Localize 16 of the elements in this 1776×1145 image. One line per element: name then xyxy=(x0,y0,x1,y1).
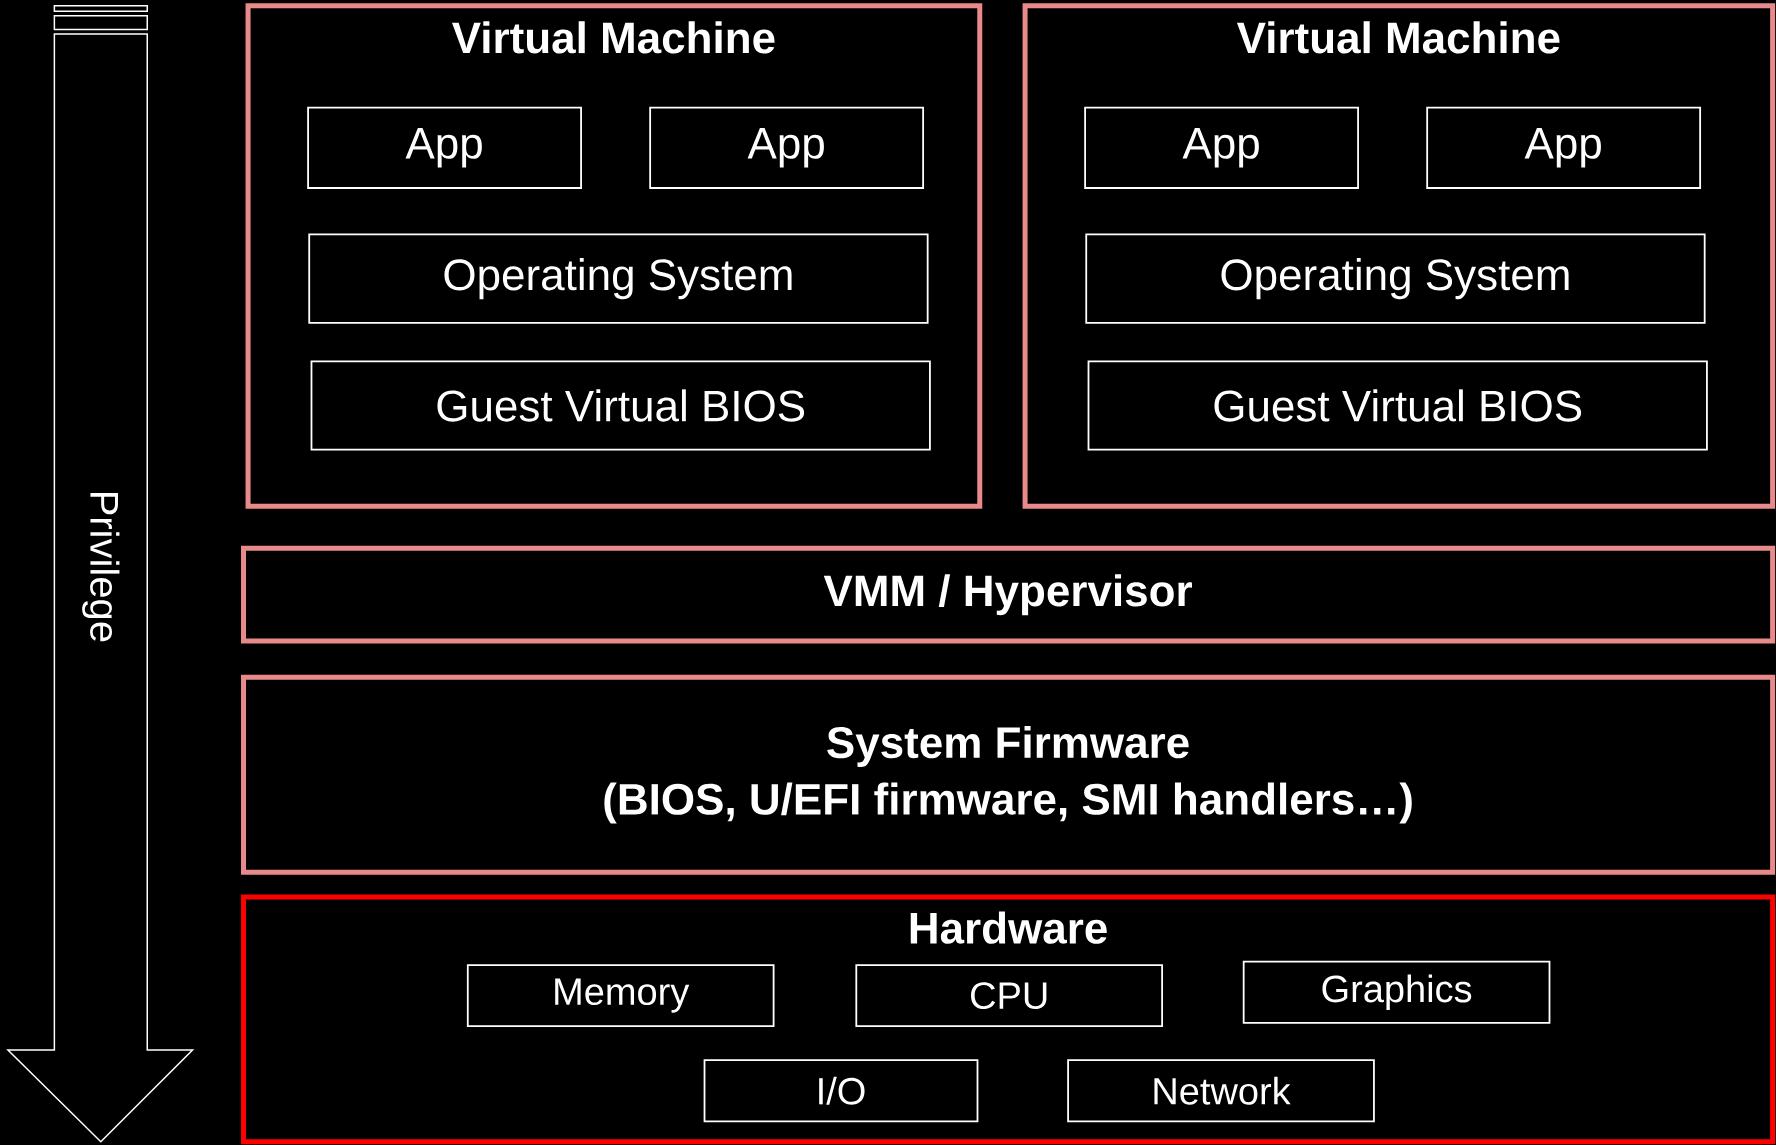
component-box: Graphics xyxy=(1242,960,1551,1024)
layer-band: System Firmware (BIOS, U/EFI firmware, SMI handlers…) xyxy=(241,674,1776,875)
component-box: Memory xyxy=(466,964,775,1028)
component-box: Network xyxy=(1067,1059,1375,1123)
layer-box: Operating System xyxy=(308,233,929,324)
axis-label: Privilege xyxy=(82,492,120,642)
layer-band: VMM / Hypervisor xyxy=(241,545,1776,644)
layer-box: App xyxy=(1426,106,1702,189)
layer-box: Guest Virtual BIOS xyxy=(310,360,931,451)
layer-box: App xyxy=(307,106,582,189)
layer-box: Operating System xyxy=(1085,233,1706,324)
component-box: I/O xyxy=(703,1059,979,1123)
component-box: CPU xyxy=(855,964,1163,1028)
layer-box: App xyxy=(1084,106,1359,189)
layer-box: Guest Virtual BIOS xyxy=(1087,360,1708,451)
layer-box: App xyxy=(649,106,925,189)
